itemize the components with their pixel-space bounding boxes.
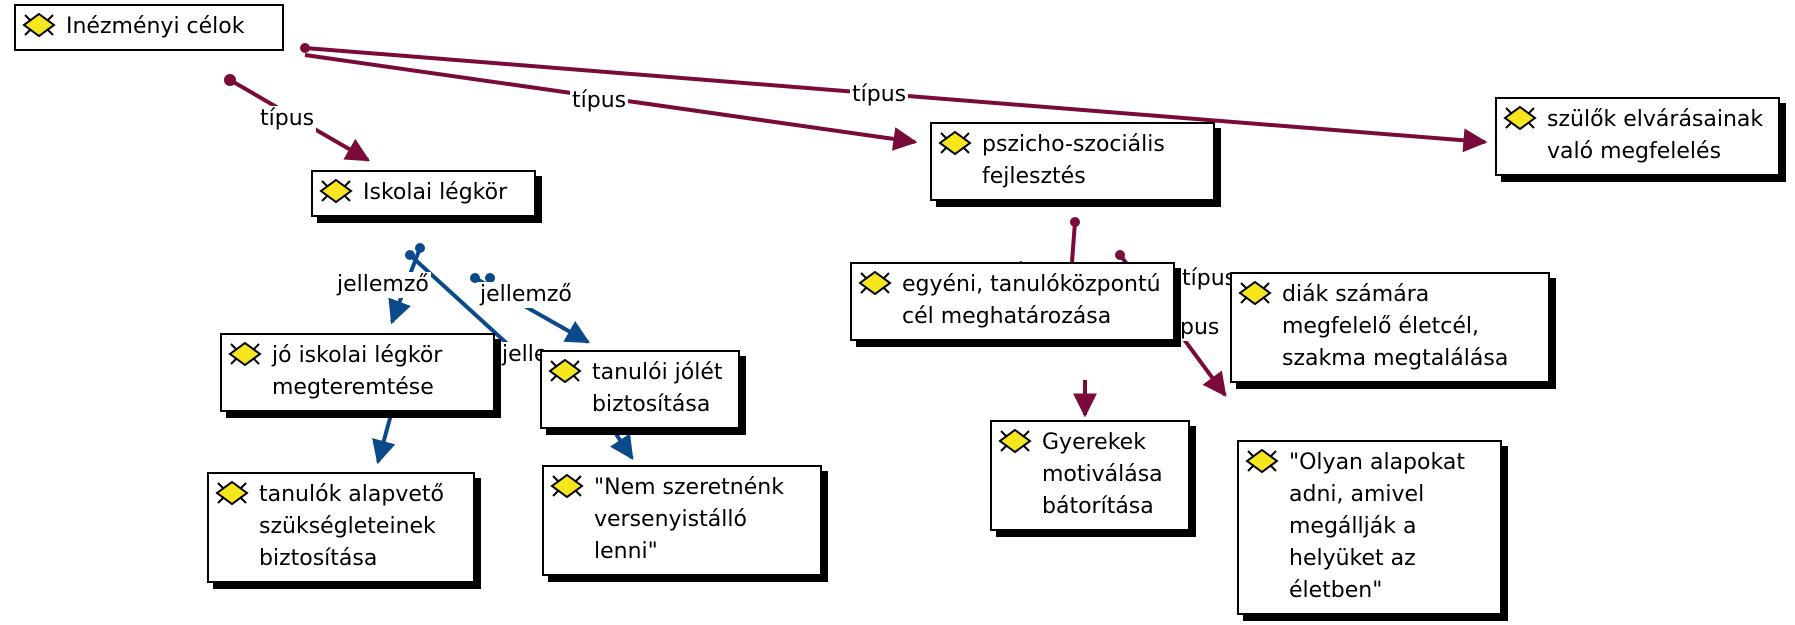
link-label-jellemzo: jellemző bbox=[335, 272, 431, 298]
node-label: Iskolai légkör bbox=[363, 180, 508, 205]
concept-node[interactable]: "Olyan alapokat adni, amivel megállják a… bbox=[1237, 440, 1502, 615]
node-label: jó iskolai légkör megteremtése bbox=[272, 343, 443, 400]
concept-node[interactable]: "Nem szeretnénk versenyistálló lenni" bbox=[542, 465, 822, 576]
concept-icon bbox=[22, 12, 56, 38]
node-label: egyéni, tanulóközpontú cél meghatározása bbox=[902, 272, 1161, 329]
link-n5-n7 bbox=[610, 426, 634, 460]
concept-icon bbox=[548, 358, 582, 384]
concept-node[interactable]: Gyerekek motiválása bátorítása bbox=[990, 420, 1190, 531]
concept-icon bbox=[858, 270, 892, 296]
node-label: Inézményi célok bbox=[66, 14, 245, 39]
node-label: "Nem szeretnénk versenyistálló lenni" bbox=[594, 475, 784, 564]
node-label: tanulók alapvető szükségleteinek biztosí… bbox=[259, 482, 444, 571]
concept-node[interactable]: tanulók alapvető szükségleteinek biztosí… bbox=[207, 472, 475, 583]
link-label-tipus: típus bbox=[570, 88, 629, 114]
node-label: diák számára megfelelő életcél, szakma m… bbox=[1282, 282, 1509, 371]
concept-icon bbox=[1238, 280, 1272, 306]
link-label-tipus: típus bbox=[850, 82, 909, 108]
concept-icon bbox=[1503, 105, 1537, 131]
link-label-jellemzo: jellemző bbox=[478, 282, 574, 308]
concept-icon bbox=[938, 130, 972, 156]
concept-node[interactable]: jó iskolai légkör megteremtése bbox=[220, 333, 495, 412]
concept-icon bbox=[215, 480, 249, 506]
concept-node[interactable]: pszicho-szociális fejlesztés bbox=[930, 122, 1215, 201]
node-label: "Olyan alapokat adni, amivel megállják a… bbox=[1289, 450, 1465, 603]
concept-node[interactable]: Inézményi célok bbox=[14, 4, 284, 51]
node-label: pszicho-szociális fejlesztés bbox=[982, 132, 1165, 189]
node-label: szülők elvárásainak való megfelelés bbox=[1547, 107, 1764, 164]
link-label-tipus: típus bbox=[1180, 266, 1239, 292]
link-n2-n8 bbox=[1070, 221, 1077, 263]
concept-node[interactable]: egyéni, tanulóközpontú cél meghatározása bbox=[850, 262, 1175, 341]
concept-icon bbox=[1245, 448, 1279, 474]
concept-icon bbox=[998, 428, 1032, 454]
node-label: tanulói jólét biztosítása bbox=[592, 360, 723, 417]
concept-node[interactable]: diák számára megfelelő életcél, szakma m… bbox=[1230, 272, 1550, 383]
node-label: Gyerekek motiválása bátorítása bbox=[1042, 430, 1163, 519]
concept-node[interactable]: szülők elvárásainak való megfelelés bbox=[1495, 97, 1780, 176]
concept-icon bbox=[228, 341, 262, 367]
concept-node[interactable]: Iskolai légkör bbox=[311, 170, 536, 217]
link-label-tipus: típus bbox=[258, 106, 317, 132]
link-label-fragment: pus bbox=[1178, 315, 1222, 341]
concept-icon bbox=[550, 473, 584, 499]
concept-icon bbox=[319, 178, 353, 204]
concept-node[interactable]: tanulói jólét biztosítása bbox=[540, 350, 740, 429]
